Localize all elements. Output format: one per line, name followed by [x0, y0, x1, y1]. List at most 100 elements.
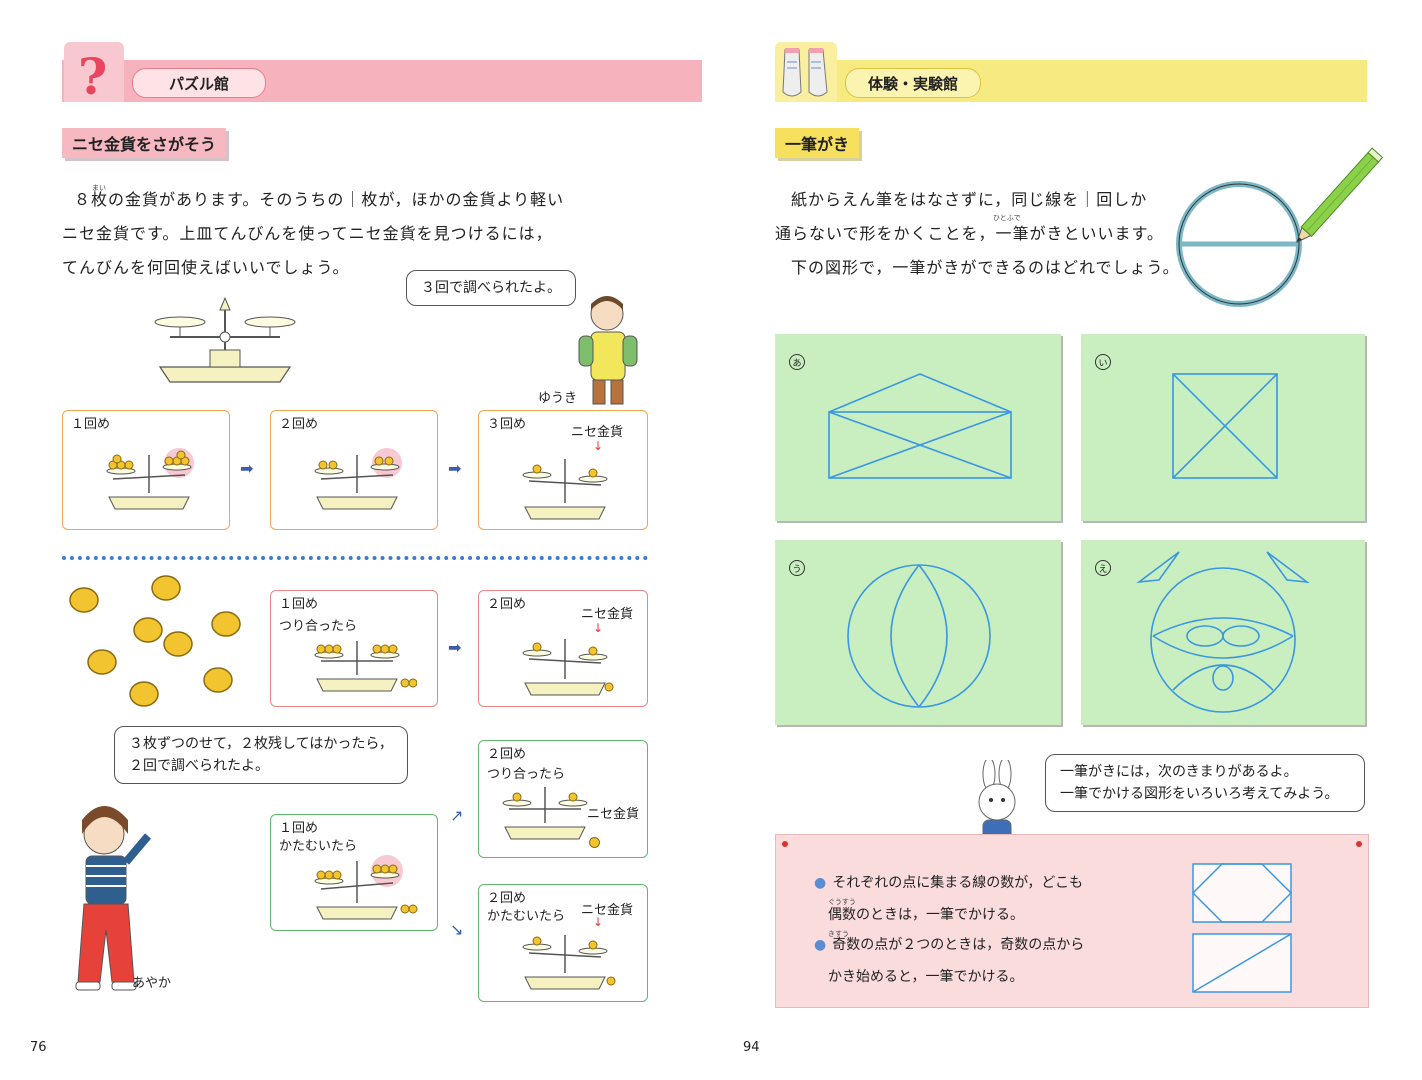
row3-upper-fake-coin-label: ニセ金貨 [587, 807, 640, 822]
yuki-name: ゆうき [538, 391, 578, 406]
ayaka-character [75, 806, 152, 991]
rules-box-pin-right [1356, 841, 1362, 847]
yuki-speech-bubble: ３回で調べられたよ。 [406, 270, 576, 306]
left-section-title: ニセ金貨をさがそう [62, 128, 227, 158]
left-header-pill: パズル館 [132, 68, 266, 98]
row3-lower-title: ２回め [487, 891, 527, 906]
dotted-divider [62, 556, 648, 560]
row3-upper-balance [502, 787, 588, 840]
rule-1-bullet-icon: ● [814, 875, 827, 891]
pencil-circle-illustration [1176, 147, 1384, 307]
rule-2-bullet-icon: ● [814, 937, 827, 953]
row2-panel-2: ２回め ニセ金貨 ↓ [478, 590, 648, 707]
figure-u: う [775, 540, 1061, 725]
figure-i-mark: い [1095, 354, 1111, 370]
figure-u-mark: う [789, 560, 805, 576]
left-intro-line-3: てんびんを何回使えばいいでしょう。 [62, 258, 350, 277]
ayaka-bubble-line-1: ３枚ずつのせて，２枚残してはかったら， [129, 736, 393, 752]
row3-lower-balance [522, 935, 616, 990]
rabbit-bubble-line-1: 一筆がきには，次のきまりがあるよ。 [1060, 764, 1298, 780]
row2-balance-2 [522, 639, 614, 696]
ayaka-name: あやか [132, 976, 172, 991]
row1-panel-1: １回め [62, 410, 230, 530]
row3-lower-fake-coin-label: ニセ金貨 [581, 903, 634, 918]
row1-balance-2 [314, 448, 402, 510]
row2-panel-2-title: ２回め [487, 597, 527, 612]
row3-arrow-down: ↘ [450, 920, 464, 939]
rules-box-pin-left [782, 841, 788, 847]
figure-u-ball-shape [847, 564, 991, 708]
row3-lower-sub: かたむいたら [487, 909, 566, 924]
rule-2-line-2: かき始めると，一筆でかける。 [828, 969, 1024, 985]
ruby-guusuu: ぐうすう [828, 898, 856, 906]
row2-balance-1 [314, 641, 417, 692]
figure-i: い [1081, 334, 1365, 521]
shoes-icon [775, 42, 837, 102]
ruby-mai: まい [92, 184, 106, 192]
row1-panel-2-title: ２回め [279, 417, 319, 432]
row2-red-arrow-icon: ↓ [593, 621, 604, 635]
right-intro-line-2: 通らないで形をかくことを，一筆がきといいます。 [775, 224, 1164, 243]
figure-e-face-shape [1136, 551, 1310, 713]
left-intro-line-2: ニセ金貨です。上皿てんびんを使ってニセ金貨を見つけるには， [62, 224, 553, 243]
figure-i-square-x-shape [1172, 373, 1278, 479]
rules-box: ●それぞれの点に集まる線の数が，どこも ぐうすう 偶数のときは，一筆でかける。 … [775, 834, 1369, 1008]
right-section-title: 一筆がき [775, 128, 860, 158]
row2-arrow: ➡ [448, 638, 462, 657]
svg-text:?: ? [78, 47, 107, 102]
right-intro-line-1: 紙からえん筆をはなさずに，同じ線を｜回しか [791, 190, 1148, 209]
figure-e: え [1081, 540, 1365, 725]
rule-example-diagonal-shape [1192, 933, 1292, 993]
rabbit-speech-bubble: 一筆がきには，次のきまりがあるよ。 一筆でかける図形をいろいろ考えてみよう。 [1045, 754, 1365, 812]
row1-red-arrow-icon: ↓ [593, 439, 604, 453]
ayaka-speech-bubble: ３枚ずつのせて，２枚残してはかったら， ２回で調べられたよ。 [114, 726, 408, 784]
row3-upper-sub: つり合ったら [487, 767, 566, 782]
ayaka-bubble-line-2: ２回で調べられたよ。 [129, 758, 269, 774]
scattered-coins-illustration [69, 575, 241, 707]
row3-lower-panel: ２回め かたむいたら ニセ金貨 ↓ [478, 884, 648, 1002]
row2-panel-1-title: １回め [279, 597, 319, 612]
row3-lower-red-arrow-icon: ↓ [593, 915, 604, 929]
row1-balance-3 [522, 459, 608, 520]
rule-example-diamond-shape [1192, 863, 1293, 923]
row2-fake-coin-label: ニセ金貨 [581, 607, 634, 622]
right-page-number: 94 [743, 1040, 760, 1055]
figure-e-mark: え [1095, 560, 1111, 576]
row1-panel-2: ２回め [270, 410, 438, 530]
row2-panel-1-sub: つり合ったら [279, 619, 358, 634]
row3-mid-panel: １回め かたむいたら [270, 814, 438, 931]
row3-upper-coin-icon [589, 837, 600, 848]
row1-panel-3: ３回め ニセ金貨 ↓ [478, 410, 648, 530]
rule-1-line-1: ●それぞれの点に集まる線の数が，どこも [814, 875, 1083, 891]
row1-panel-3-title: ３回め [487, 417, 527, 432]
right-header-pill: 体験・実験館 [845, 68, 981, 98]
row1-arrow-1: ➡ [240, 459, 254, 478]
row1-balance-1 [106, 448, 194, 510]
rule-2-line-1: ●奇数の点が２つのときは，奇数の点から [814, 937, 1085, 953]
row3-mid-sub: かたむいたら [279, 839, 358, 854]
row1-arrow-2: ➡ [448, 459, 462, 478]
left-page-number: 76 [30, 1040, 47, 1055]
figure-a-envelope-shape [828, 373, 1012, 479]
row3-upper-panel: ２回め つり合ったら ニセ金貨 [478, 740, 648, 858]
ruby-hitofude: ひとふで [993, 214, 1021, 222]
row3-mid-balance [314, 855, 418, 920]
row1-fake-coin-label: ニセ金貨 [571, 425, 624, 440]
figure-a: あ [775, 334, 1061, 521]
row3-upper-title: ２回め [487, 747, 527, 762]
row2-panel-1: １回め つり合ったら [270, 590, 438, 707]
left-intro-line-1: ８枚の金貨があります。そのうちの｜枚が，ほかの金貨より軽い [74, 190, 565, 209]
yuki-character [578, 296, 638, 405]
figure-a-mark: あ [789, 354, 805, 370]
right-page: 体験・実験館 一筆がき 紙からえん筆をはなさずに，同じ線を｜回しか ひとふで 通… [711, 0, 1422, 1080]
ruby-kisuu: きすう [828, 930, 849, 938]
row3-arrow-up: ↗ [450, 806, 464, 825]
question-mark-icon: ? [64, 42, 124, 106]
rabbit-bubble-line-2: 一筆でかける図形をいろいろ考えてみよう。 [1060, 786, 1339, 802]
right-intro-line-3: 下の図形で，一筆がきができるのはどれでしょう。 [791, 258, 1180, 277]
rule-1-line-2: 偶数のときは，一筆でかける。 [828, 907, 1024, 923]
left-page: ? パズル館 ニセ金貨をさがそう まい ８枚の金貨があります。そのうちの｜枚が，… [30, 42, 702, 1055]
balance-scale-illustration [154, 296, 296, 383]
row1-panel-1-title: １回め [71, 417, 111, 432]
row3-mid-title: １回め [279, 821, 319, 836]
